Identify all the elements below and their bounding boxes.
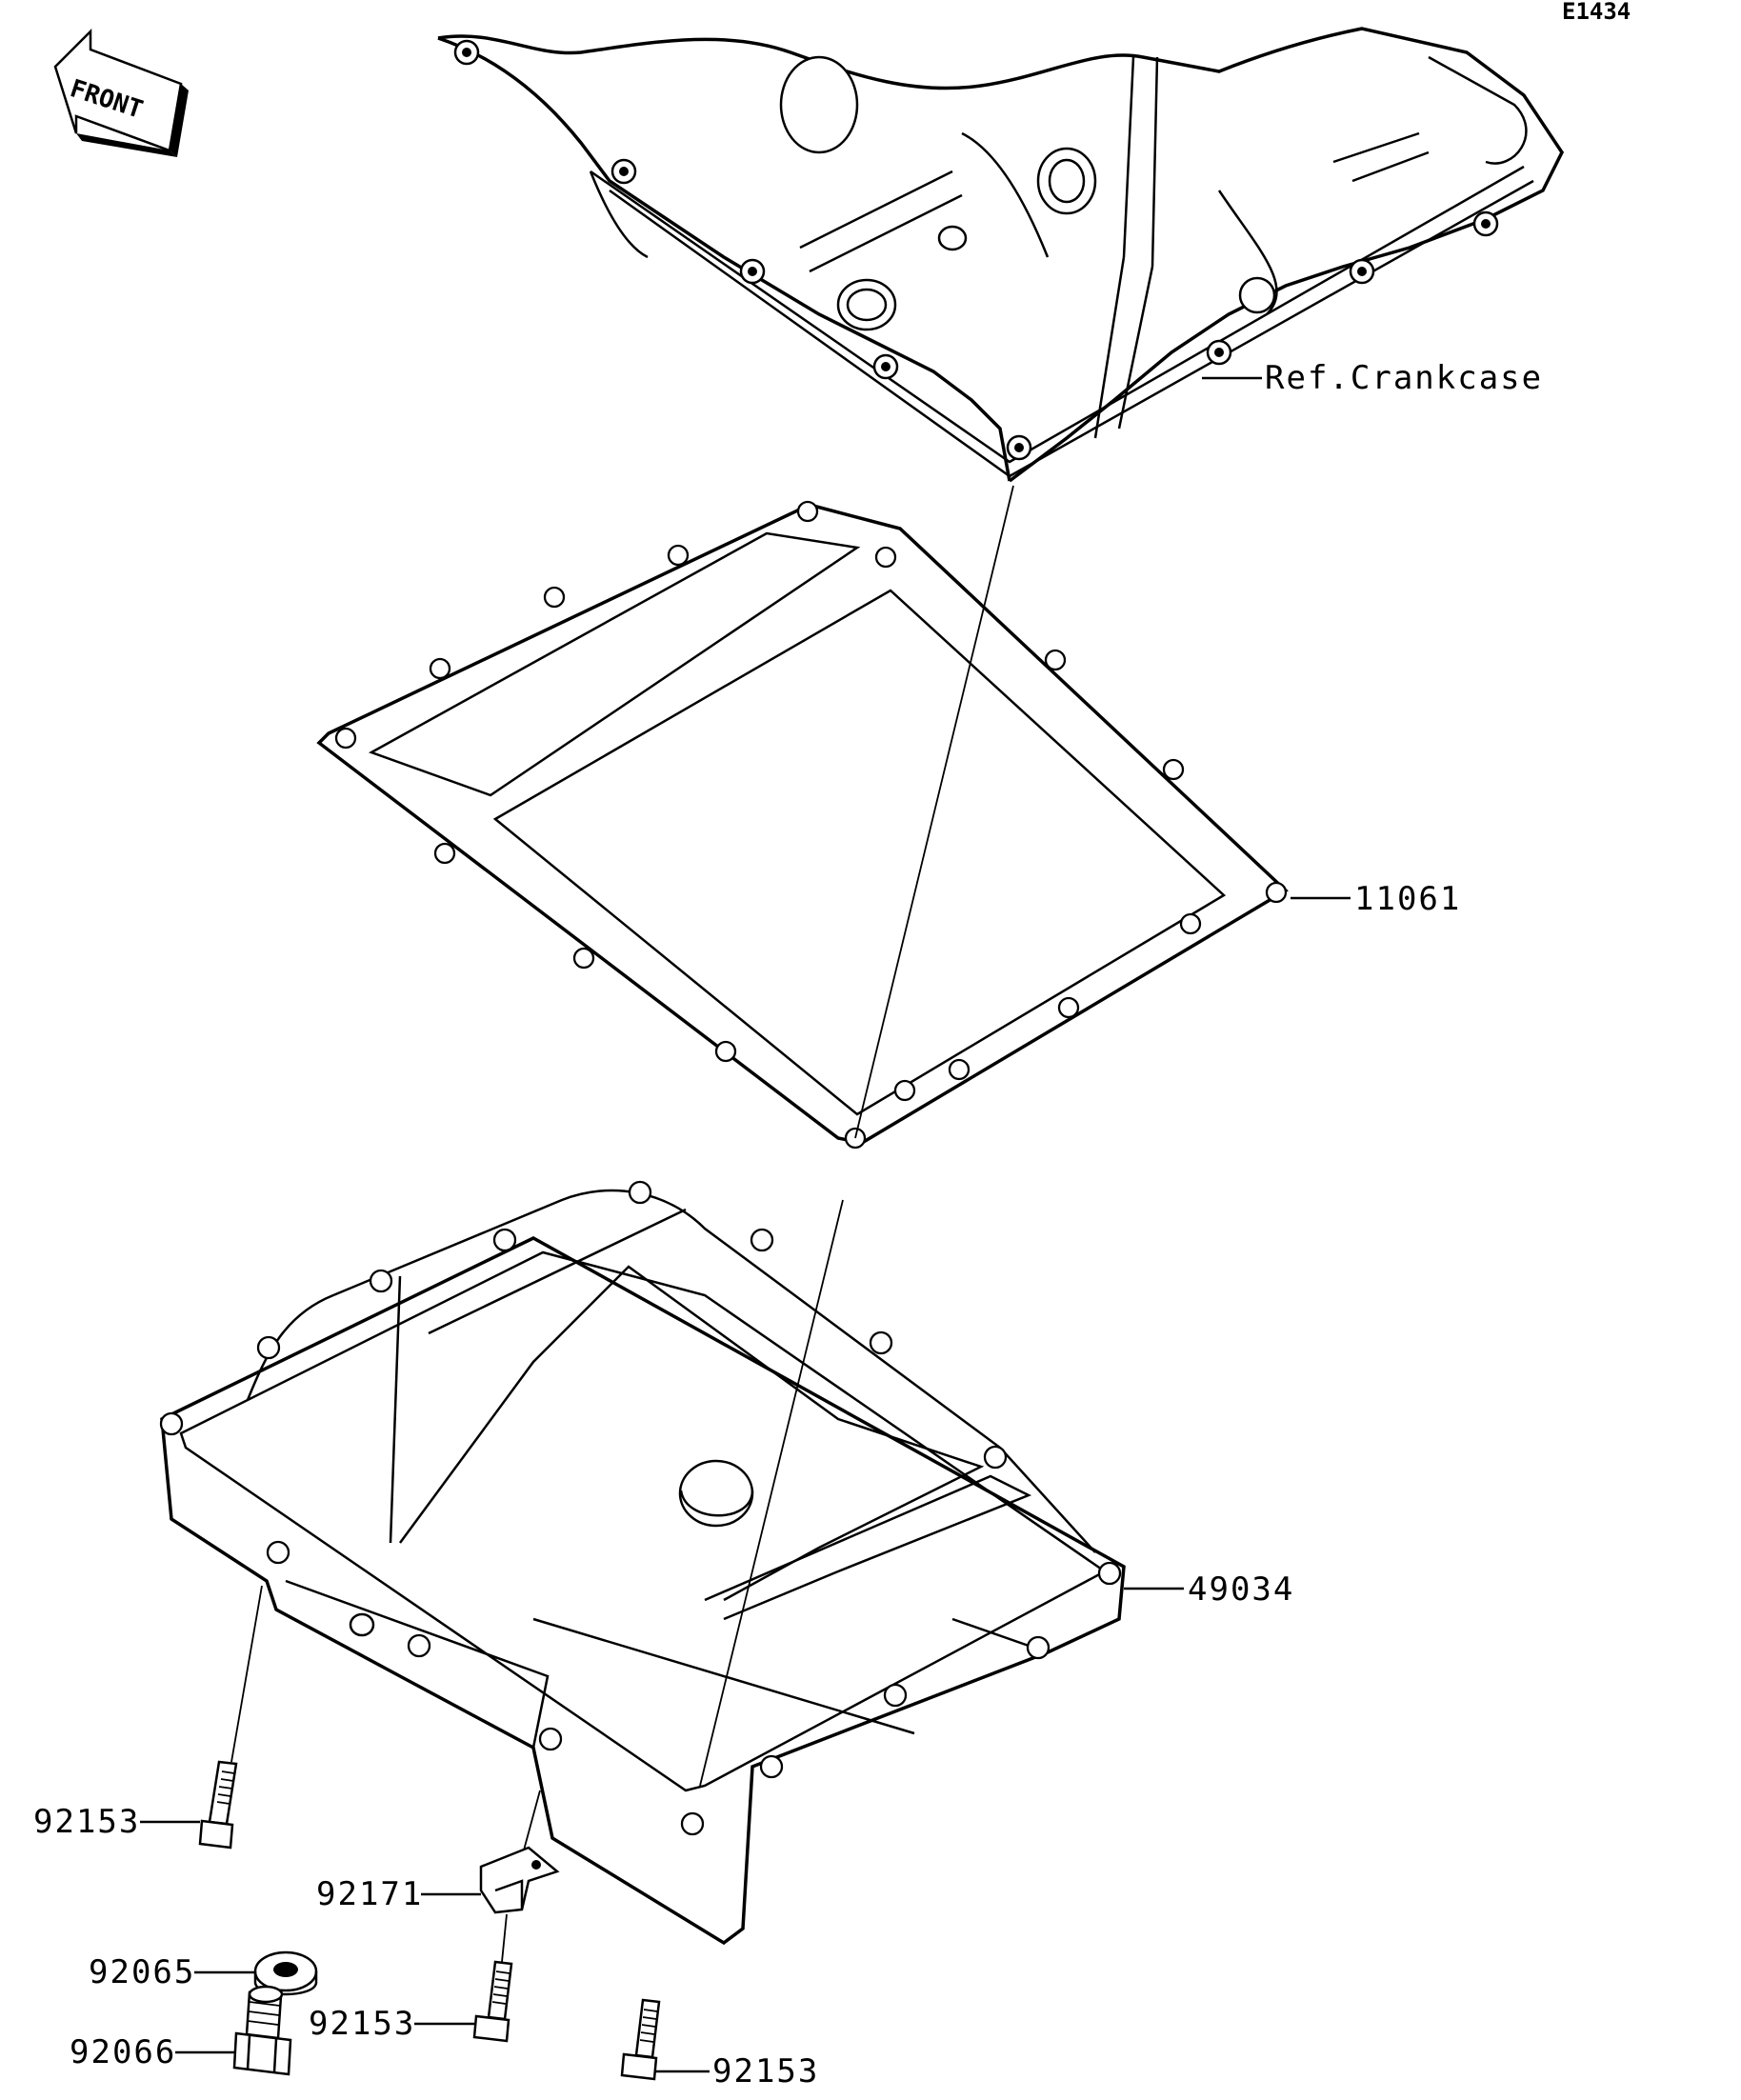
front-direction-arrow-icon: FRONT xyxy=(53,28,189,157)
bolt-bottom-part-number: 92153 xyxy=(712,2052,819,2090)
crankcase-drawing xyxy=(437,27,1565,483)
oil-pan-gasket-drawing xyxy=(316,500,1289,1150)
bolt-left-drawing xyxy=(198,1760,238,1850)
clamp-drawing xyxy=(479,1846,560,1914)
clamp-guide-line xyxy=(521,1790,541,1858)
bolt-left-part-number: 92153 xyxy=(33,1803,140,1841)
washer-drawing xyxy=(253,1950,318,1996)
diagram-code: E1434 xyxy=(1562,0,1631,25)
clamp-part-number: 92171 xyxy=(316,1875,423,1913)
washer-part-number: 92065 xyxy=(89,1953,195,1991)
oil-pan-drawing xyxy=(159,1180,1126,1946)
crankcase-ref-label: Ref.Crankcase xyxy=(1265,359,1543,397)
bolt-left-guide-line xyxy=(230,1585,263,1763)
gasket-part-number: 11061 xyxy=(1354,880,1461,918)
alignment-line-upper xyxy=(854,485,1014,1139)
alignment-line-lower xyxy=(699,1199,844,1787)
bolt-middle-guide-line xyxy=(501,1913,508,1963)
drain-plug-part-number: 92066 xyxy=(70,2033,176,2071)
bolt-middle-drawing xyxy=(472,1960,513,2043)
bolt-bottom-drawing xyxy=(620,1998,661,2081)
drain-plug-drawing xyxy=(232,1985,292,2076)
oil-pan-part-number: 49034 xyxy=(1188,1570,1294,1609)
bolt-middle-part-number: 92153 xyxy=(309,2005,415,2043)
